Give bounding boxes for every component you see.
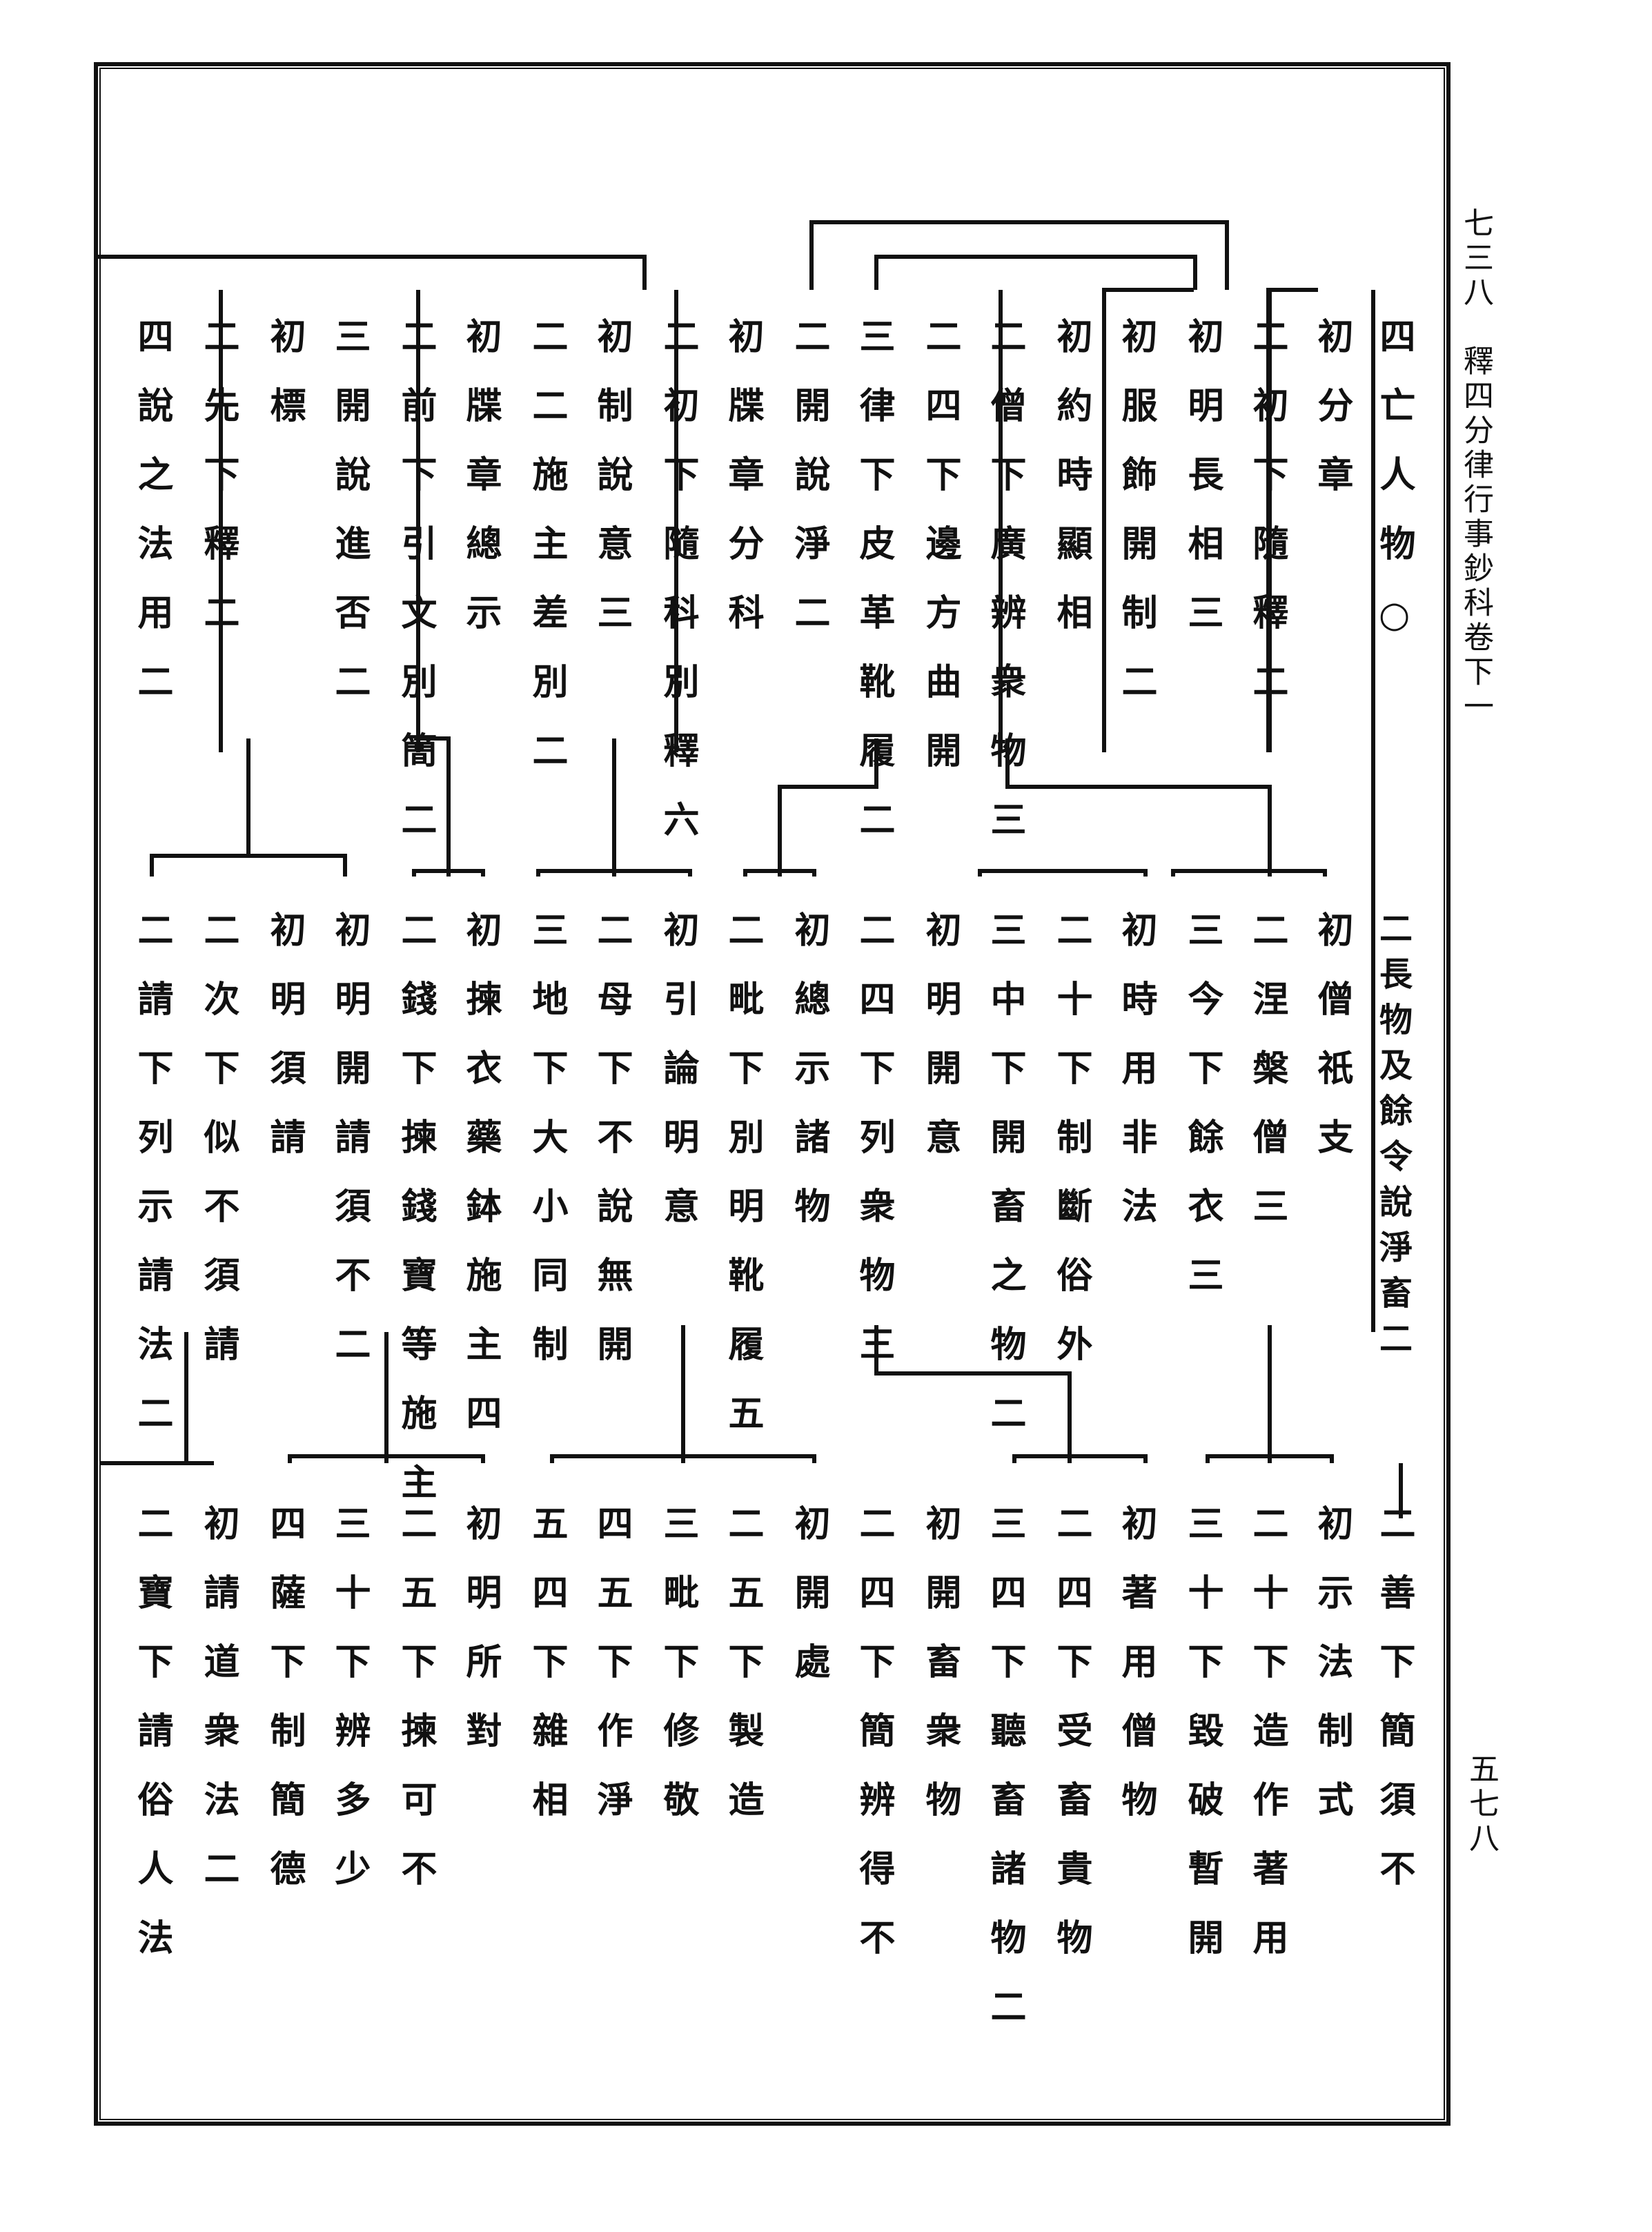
outline-entry: 二十下造作著用 [1246, 1505, 1288, 1988]
bracket-row3-c [550, 1454, 816, 1463]
bracket-row3-b [1012, 1454, 1148, 1463]
outline-entry: 二錢下揀錢寶等施主 [395, 911, 437, 1532]
outline-entry: 初標 [264, 317, 306, 456]
outline-entry: 二前下引文別簡二 [395, 317, 437, 870]
outline-entry: 三律下皮革靴履二 [853, 317, 895, 870]
bracket-row2-f [152, 854, 347, 877]
outline-entry: 二四下簡辨得不 [853, 1505, 895, 1988]
bracket-top-sub [874, 255, 1197, 290]
outline-entry: 初引論明意 [657, 911, 699, 1256]
outline-entry: 三地下大小同制 [526, 911, 568, 1394]
outline-entry: 二二施主差別二 [526, 317, 568, 801]
outline-entry: 二先下釋二 [197, 317, 239, 663]
outline-entry: 初開畜衆物 [919, 1505, 961, 1850]
link-e07 [1005, 738, 1272, 877]
page-number: 五七八 [1464, 1753, 1499, 1857]
outline-entry: 二五下揀可不 [395, 1505, 437, 1919]
outline-entry: 初著用僧物 [1115, 1505, 1157, 1850]
bracket-row2-b [978, 869, 1148, 877]
outline-entry: 二四下邊方曲開 [919, 317, 961, 801]
outline-entry: 三十下辨多少 [328, 1505, 371, 1919]
bracket-row2-d [536, 869, 692, 877]
page-inner-frame [99, 68, 1445, 2120]
outline-entry: 三今下餘衣三 [1181, 911, 1223, 1325]
outline-entry: 初約時顯相 [1050, 317, 1092, 663]
outline-entry: 二五下製造 [722, 1505, 764, 1850]
bracket-row2-c [743, 869, 816, 877]
link-e09 [778, 738, 878, 877]
bracket-top-main [809, 220, 1229, 290]
outline-entry: 初請道衆法二 [197, 1505, 239, 1919]
outline-entry: 三四下聽畜諸物二 [984, 1505, 1026, 2057]
outline-entry: 三毗下修敬 [657, 1505, 699, 1850]
outline-entry: 三開說進否二 [328, 317, 371, 732]
outline-entry: 初揀衣藥鉢施主四 [460, 911, 502, 1463]
outline-entry: 二僧下廣辨衆物三 [984, 317, 1026, 870]
outline-entry: 初時用非法 [1115, 911, 1157, 1256]
outline-entry: 初示法制式 [1311, 1505, 1353, 1850]
outline-entry: 四說之法用二 [131, 317, 173, 732]
outline-entry: 二寶下請俗人法 [131, 1505, 173, 1988]
outline-entry: 二善下簡須不 [1373, 1505, 1415, 1919]
outline-entry: 二四下受畜貴物 [1050, 1505, 1092, 1988]
outline-entry: 二十下制斷俗外 [1050, 911, 1092, 1394]
outline-entry: 二涅槃僧三 [1246, 911, 1288, 1256]
link-e16 [414, 736, 451, 877]
bracket-col-left-2 [1102, 288, 1194, 752]
outline-entry: 初明長相三 [1181, 317, 1223, 663]
bracket-row2-e [412, 869, 485, 877]
outline-entry: 二開說淨二 [788, 317, 830, 663]
outline-entry: 初牒章總示 [460, 317, 502, 663]
outline-entry: 三十下毀破暫開 [1181, 1505, 1223, 1988]
outline-entry: 三中下開畜之物二 [984, 911, 1026, 1463]
outline-entry: 二初下隨科別釋六 [657, 317, 699, 870]
outline-entry: 五四下雜相 [526, 1505, 568, 1850]
outline-entry: 四五下作淨 [591, 1505, 633, 1850]
outline-entry: 初明須請 [264, 911, 306, 1187]
outline-entry: 初明所對 [460, 1505, 502, 1781]
outline-entry: 四亡人物○ [1373, 317, 1415, 669]
bracket-row3-a [1206, 1454, 1334, 1463]
bracket-top-left [97, 255, 647, 290]
outline-entry: 二毗下別明靴履五 [722, 911, 764, 1463]
outline-entry: 初制說意三 [591, 317, 633, 663]
outline-entry: 初明開請須不二 [328, 911, 371, 1394]
outline-entry: 初僧祇支 [1311, 911, 1353, 1187]
outline-entry: 二請下列示請法二 [131, 911, 173, 1463]
outline-entry: 初服飾開制二 [1115, 317, 1157, 732]
link-e29 [874, 1325, 1072, 1463]
outline-entry: 初總示諸物 [788, 911, 830, 1256]
bracket-row3-d [288, 1454, 485, 1463]
outline-entry: 二母下不說無開 [591, 911, 633, 1394]
outline-entry: 二初下隨釋二 [1246, 317, 1288, 732]
outline-entry: 四薩下制簡德 [264, 1505, 306, 1919]
header-title: 七三八 釋四分律行事鈔科卷下一 [1458, 207, 1493, 725]
outline-entry: 二次下似不須請 [197, 911, 239, 1394]
outline-entry: 初牒章分科 [722, 317, 764, 663]
outline-entry: 初開處 [788, 1505, 830, 1712]
outline-entry: 初明開意 [919, 911, 961, 1187]
outline-entry: 初分章 [1311, 317, 1353, 525]
outline-entry: 二長物及餘令說淨畜二 [1373, 911, 1412, 1367]
page-outer-frame [94, 62, 1451, 2126]
outline-entry: 二四下列衆物三 [853, 911, 895, 1394]
bracket-row2-a [1171, 869, 1327, 877]
